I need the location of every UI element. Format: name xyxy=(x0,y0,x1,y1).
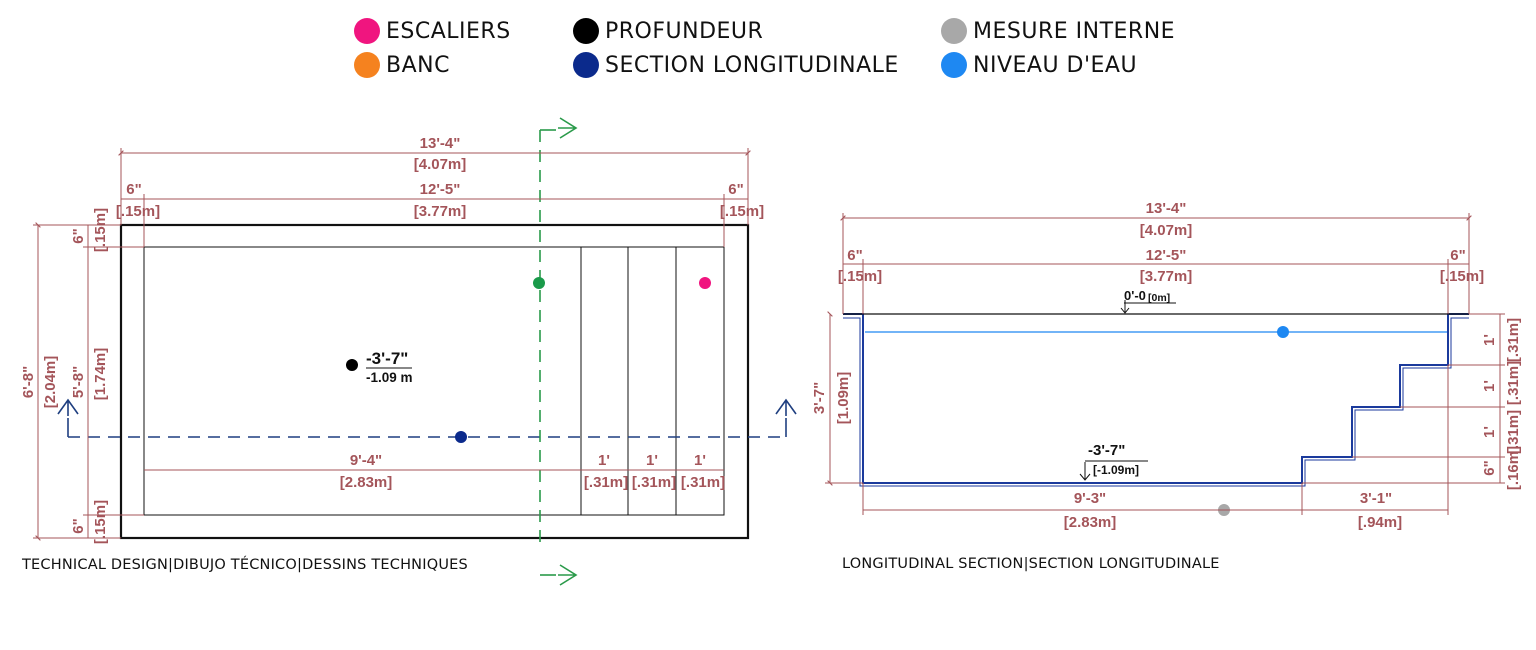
plan-depth-m: -1.09 m xyxy=(366,370,413,385)
section-top-level-m: [0m] xyxy=(1148,292,1170,304)
section-riser2-m: [.31m] xyxy=(1505,361,1522,405)
water-level-dot xyxy=(1277,326,1289,338)
plan-step2-ft: 1' xyxy=(646,452,658,469)
plan-inner-width-ft: 5'-8" xyxy=(70,366,87,398)
plan-caption: TECHNICAL DESIGN|DIBUJO TÉCNICO|DESSINS … xyxy=(22,557,468,573)
plan-bottom-wall-m: [.15m] xyxy=(92,500,109,544)
section-inner-length-m: [3.77m] xyxy=(1140,268,1193,285)
legend-item-water-level: NIVEAU D'EAU xyxy=(941,48,1137,82)
legend-label: SECTION LONGITUDINALE xyxy=(605,52,899,78)
plan-top-wall-ft: 6" xyxy=(70,228,87,243)
cross-cut-arrow-bottom-icon xyxy=(558,564,578,586)
section-riser1-m: [.31m] xyxy=(1505,318,1522,362)
plan-overall-length-ft: 13'-4" xyxy=(420,135,461,152)
section-depth-m: [1.09m] xyxy=(835,372,852,425)
section-outer-profile xyxy=(843,313,1469,484)
plan-inner-length-m: [3.77m] xyxy=(414,203,467,220)
legend-label: NIVEAU D'EAU xyxy=(973,52,1138,78)
section-inner-length-ft: 12'-5" xyxy=(1146,247,1187,264)
measure-dot-icon xyxy=(941,18,967,44)
plan-view: -3'-7" -1.09 m 13'-4" [4.07m] 6" [.15m] … xyxy=(20,117,797,586)
section-view: 0'-0 [0m] -3'-7" [-1.09m] 13'-4" [4.07m]… xyxy=(811,200,1522,531)
section-marker-dot xyxy=(455,431,467,443)
section-right-wall-ft: 6" xyxy=(1450,247,1465,264)
green-marker-dot xyxy=(533,277,545,289)
plan-floor-length-ft: 9'-4" xyxy=(350,452,382,469)
floor-level-arrow-icon xyxy=(1079,462,1091,481)
section-depth-ft: 3'-7" xyxy=(811,382,828,414)
plan-right-wall-m: [.15m] xyxy=(720,203,764,220)
stairs-marker-dot xyxy=(699,277,711,289)
plan-left-wall-ft: 6" xyxy=(126,181,141,198)
cross-cut-arrow-top-icon xyxy=(558,117,578,139)
section-stairs-length-m: [.94m] xyxy=(1358,514,1402,531)
stairs-dot-icon xyxy=(354,18,380,44)
plan-bottom-wall-ft: 6" xyxy=(70,518,87,533)
section-left-wall-m: [.15m] xyxy=(838,268,882,285)
level-arrow-icon xyxy=(1120,300,1130,314)
section-caption: LONGITUDINAL SECTION|SECTION LONGITUDINA… xyxy=(842,556,1220,572)
legend-label: BANC xyxy=(386,52,450,78)
section-riser3-ft: 1' xyxy=(1481,426,1498,438)
depth-marker-dot xyxy=(346,359,358,371)
legend-item-internal-measure: MESURE INTERNE xyxy=(941,14,1175,48)
legend-label: PROFUNDEUR xyxy=(605,18,764,44)
plan-depth-ft: -3'-7" xyxy=(366,349,408,368)
plan-inner-wall xyxy=(143,246,725,516)
cut-arrow-right-icon xyxy=(775,398,797,416)
section-top-level: 0'-0 xyxy=(1124,288,1146,303)
legend-item-depth: PROFUNDEUR xyxy=(573,14,763,48)
plan-outer-wall xyxy=(119,223,750,540)
legend-label: MESURE INTERNE xyxy=(973,18,1176,44)
plan-step3-ft: 1' xyxy=(694,452,706,469)
water-dot-icon xyxy=(941,52,967,78)
section-floor-level-m: [-1.09m] xyxy=(1093,463,1139,477)
bench-dot-icon xyxy=(354,52,380,78)
section-floor-length-m: [2.83m] xyxy=(1064,514,1117,531)
section-overall-length-ft: 13'-4" xyxy=(1146,200,1187,217)
plan-inner-width-m: [1.74m] xyxy=(92,348,109,401)
section-left-wall-ft: 6" xyxy=(847,247,862,264)
section-floor-length-ft: 9'-3" xyxy=(1074,490,1106,507)
section-riser4-m: [.16m] xyxy=(1505,446,1522,490)
plan-overall-width-m: [2.04m] xyxy=(42,356,59,409)
section-inner-profile xyxy=(843,317,1469,487)
legend-item-longitudinal-section: SECTION LONGITUDINALE xyxy=(573,48,899,82)
plan-overall-width-ft: 6'-8" xyxy=(20,366,37,398)
depth-dot-icon xyxy=(573,18,599,44)
section-riser3-m: [.31m] xyxy=(1505,410,1522,454)
plan-top-wall-m: [.15m] xyxy=(92,208,109,252)
plan-step1-ft: 1' xyxy=(598,452,610,469)
section-riser1-ft: 1' xyxy=(1481,334,1498,346)
plan-inner-length-ft: 12'-5" xyxy=(420,181,461,198)
plan-overall-length-m: [4.07m] xyxy=(414,156,467,173)
plan-step3-m: [.31m] xyxy=(681,474,725,491)
legend-label: ESCALIERS xyxy=(386,18,511,44)
section-overall-length-m: [4.07m] xyxy=(1140,222,1193,239)
plan-floor-length-m: [2.83m] xyxy=(340,474,393,491)
plan-left-wall-m: [.15m] xyxy=(116,203,160,220)
section-dot-icon xyxy=(573,52,599,78)
section-floor-level-ft: -3'-7" xyxy=(1088,442,1125,459)
section-right-wall-m: [.15m] xyxy=(1440,268,1484,285)
cut-arrow-left-icon xyxy=(57,398,79,416)
plan-right-wall-ft: 6" xyxy=(728,181,743,198)
legend-item-stairs: ESCALIERS xyxy=(354,14,511,48)
plan-step2-m: [.31m] xyxy=(632,474,676,491)
plan-step1-m: [.31m] xyxy=(584,474,628,491)
section-stairs-length-ft: 3'-1" xyxy=(1360,490,1392,507)
legend-item-bench: BANC xyxy=(354,48,450,82)
section-riser4-ft: 6" xyxy=(1481,460,1498,475)
section-riser2-ft: 1' xyxy=(1481,380,1498,392)
